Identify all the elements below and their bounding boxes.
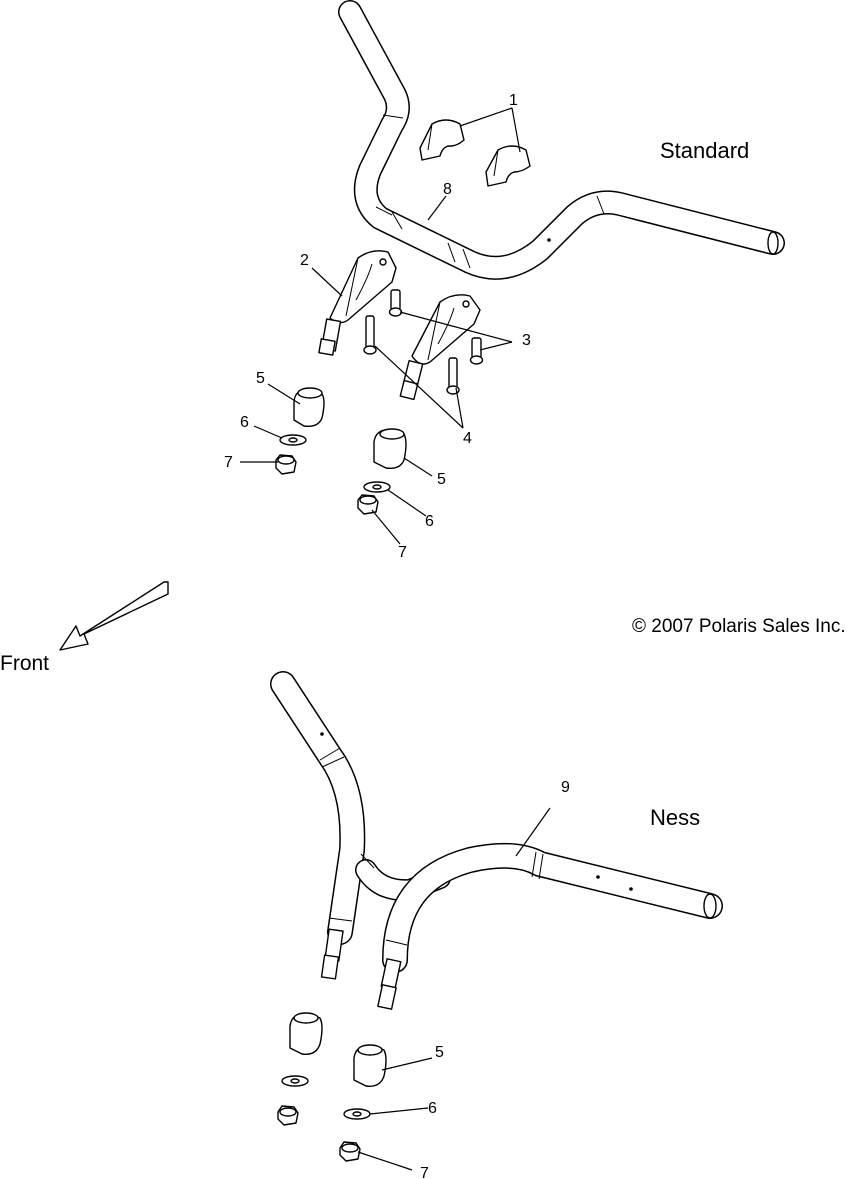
nut-7-ness-left: [277, 1105, 299, 1126]
nut-7-left: [275, 454, 297, 475]
handlebar-clamp-cap-right: [485, 145, 531, 187]
nut-7-ness-right: [339, 1141, 361, 1162]
washer-6-ness-right: [343, 1108, 371, 1120]
washer-6-right: [363, 481, 391, 493]
callout-5-right: 5: [437, 471, 446, 488]
callout-5-left: 5: [256, 370, 265, 387]
callout-7-left: 7: [224, 454, 233, 471]
standard-leader-lines: [240, 107, 521, 545]
callout-7-right: 7: [398, 544, 407, 561]
standard-handlebar: [338, 0, 785, 280]
bolt-part4-a: [363, 315, 377, 355]
bushing-5-ness-right: [353, 1044, 387, 1087]
bolt-part3-b: [469, 337, 484, 365]
nut-7-right: [357, 494, 379, 515]
callout-5-ness: 5: [435, 1044, 444, 1061]
callout-7-ness: 7: [420, 1165, 429, 1179]
handlebar-clamp-cap-left: [419, 119, 465, 161]
callout-6-left: 6: [240, 414, 249, 431]
ness-handlebar: [270, 671, 723, 1010]
callout-8: 8: [443, 181, 452, 198]
bushing-5-ness-left: [289, 1012, 323, 1055]
callout-9: 9: [561, 779, 570, 796]
callout-3: 3: [522, 332, 531, 349]
washer-6-ness-left: [281, 1075, 309, 1087]
front-arrow-icon: [59, 581, 169, 651]
bushing-5-right: [373, 428, 407, 470]
riser-left: [318, 250, 397, 356]
callout-1: 1: [509, 92, 518, 109]
section-label-standard: Standard: [660, 138, 749, 163]
callout-4: 4: [463, 430, 472, 447]
bolt-part4-b: [446, 357, 460, 395]
copyright-notice: © 2007 Polaris Sales Inc.: [632, 616, 846, 637]
section-label-ness: Ness: [650, 805, 700, 830]
bushing-5-left: [293, 387, 325, 428]
front-label: Front: [0, 652, 49, 675]
bolt-part3-a: [388, 289, 403, 317]
callout-6-ness: 6: [428, 1100, 437, 1117]
washer-6-left: [279, 434, 307, 446]
ness-leader-lines: [357, 807, 551, 1171]
callout-2: 2: [300, 252, 309, 269]
riser-right: [399, 294, 481, 401]
callout-6-right: 6: [425, 513, 434, 530]
